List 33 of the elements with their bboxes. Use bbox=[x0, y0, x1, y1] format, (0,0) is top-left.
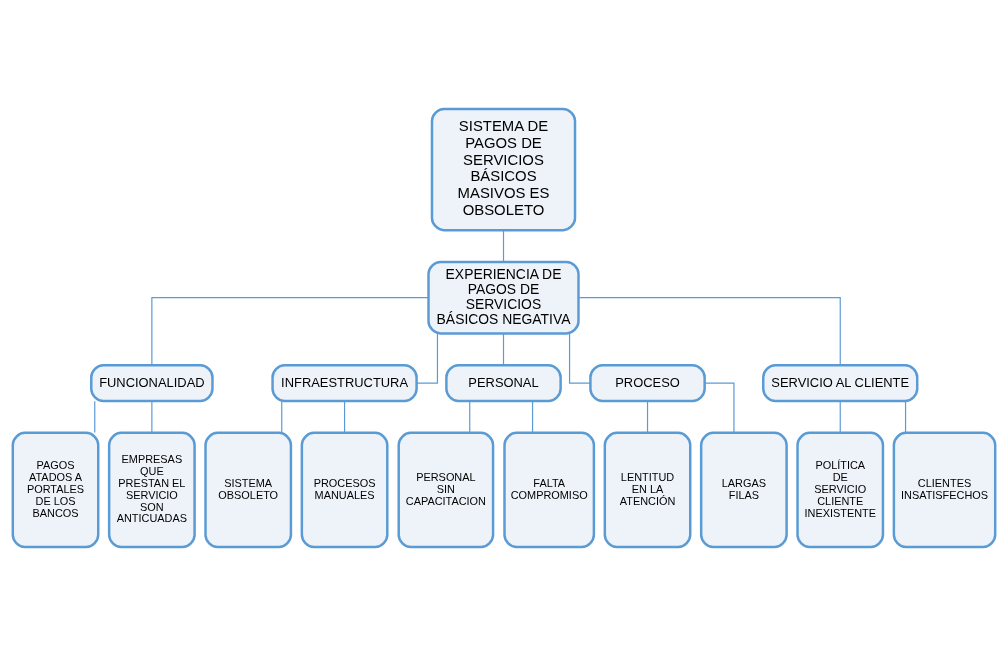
connector bbox=[531, 400, 534, 434]
node-box: PAGOS ATADOS A PORTALES DE LOS BANCOS bbox=[11, 431, 100, 549]
connector bbox=[839, 400, 841, 434]
node-box: EXPERIENCIA DE PAGOS DE SERVICIOS BÁSICOS NEGATIVA bbox=[427, 260, 580, 335]
connector bbox=[94, 400, 96, 434]
node-box: POLÍTICA DE SERVICIO CLIENTE INEXISTENTE bbox=[796, 431, 885, 549]
connector bbox=[151, 297, 430, 366]
node-box: LENTITUD EN LA ATENCIÓN bbox=[603, 431, 692, 549]
connector bbox=[502, 333, 505, 366]
node-box: PERSONAL SIN CAPACITACION bbox=[397, 431, 495, 549]
node-box: FUNCIONALIDAD bbox=[90, 364, 214, 403]
connector bbox=[416, 333, 439, 384]
connector bbox=[343, 400, 346, 434]
node-box: SISTEMA OBSOLETO bbox=[204, 431, 293, 549]
node-box: CLIENTES INSATISFECHOS bbox=[892, 431, 997, 549]
node-box: EMPRESAS QUE PRESTAN EL SERVICIO SON ANTICUADAS bbox=[107, 431, 196, 549]
connector bbox=[502, 229, 505, 263]
node-box: SERVICIO AL CLIENTE bbox=[762, 364, 919, 403]
connector bbox=[704, 382, 735, 434]
node-box: PROCESO bbox=[589, 364, 706, 403]
connector bbox=[578, 297, 841, 366]
connector bbox=[568, 333, 591, 384]
connector bbox=[904, 400, 907, 434]
node-box: PROCESOS MANUALES bbox=[300, 431, 389, 549]
node-box: FALTA COMPROMISO bbox=[503, 431, 596, 549]
node-box: SISTEMA DE PAGOS DE SERVICIOS BÁSICOS MASIVOS ES OBSOLETO bbox=[430, 107, 577, 232]
node-box: PERSONAL bbox=[445, 364, 562, 403]
node-box: INFRAESTRUCTURA bbox=[271, 364, 418, 403]
node-box: LARGAS FILAS bbox=[699, 431, 788, 549]
connector bbox=[469, 400, 471, 434]
connector bbox=[281, 400, 283, 434]
connector bbox=[646, 400, 649, 434]
connector bbox=[151, 400, 153, 434]
